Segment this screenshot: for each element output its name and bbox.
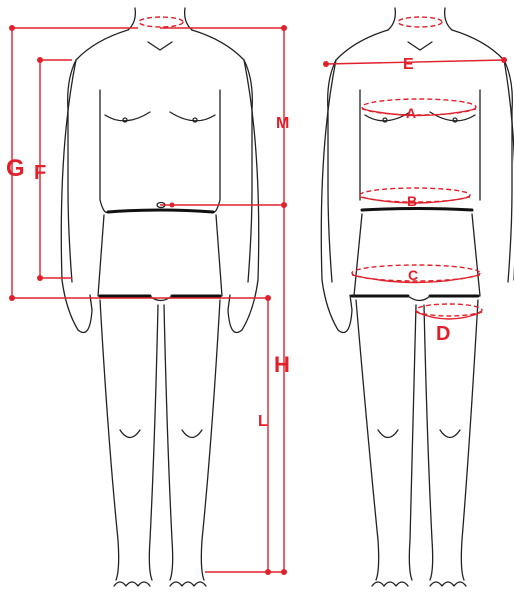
label-d: D (436, 323, 450, 345)
neck-circle-right (398, 17, 442, 27)
label-l: L (258, 413, 268, 430)
label-f: F (34, 162, 46, 184)
label-b: B (407, 193, 417, 209)
left-figure (61, 8, 258, 586)
thigh-circle (416, 304, 482, 316)
right-figure (321, 8, 514, 586)
label-h: H (274, 352, 290, 377)
label-m: M (276, 115, 289, 132)
label-a: A (406, 105, 416, 121)
label-c: C (408, 267, 418, 283)
label-e: E (403, 56, 414, 73)
label-g: G (6, 155, 25, 182)
neck-circle-left (139, 17, 183, 27)
